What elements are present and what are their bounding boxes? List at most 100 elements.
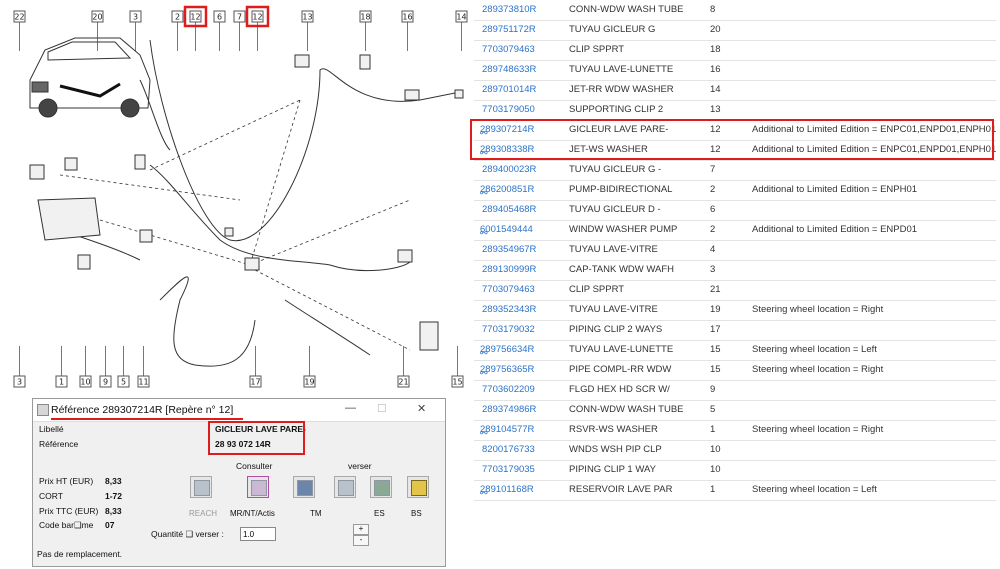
part-name: PIPE COMPL-RR WDW: [569, 364, 672, 375]
callout-number: 20: [92, 13, 102, 22]
part-reference-link[interactable]: 289373810R: [482, 4, 536, 15]
link-icon: ⚯: [480, 128, 488, 138]
part-reference-link[interactable]: 7703179050: [482, 104, 535, 115]
part-reference-link[interactable]: ⚯289308338R: [480, 144, 535, 158]
bs-button[interactable]: [407, 476, 429, 498]
part-reference-link[interactable]: 7703602209: [482, 384, 535, 395]
part-reference-text[interactable]: 289130999R: [482, 264, 537, 275]
part-reference-link[interactable]: 289354967R: [482, 244, 536, 255]
part-number: 8: [710, 4, 716, 15]
part-name: SUPPORTING CLIP 2: [569, 104, 664, 115]
part-note: Steering wheel location = Left: [752, 344, 877, 355]
part-reference-link[interactable]: 289374986R: [482, 404, 536, 415]
libelle-label: Libellé: [39, 424, 64, 434]
callout-number: 11: [138, 378, 148, 387]
part-reference-link[interactable]: ⚯6001549444: [480, 224, 533, 238]
mrnt-actis-button[interactable]: [247, 476, 269, 498]
part-reference-link[interactable]: 7703079463: [482, 44, 535, 55]
part-reference-link[interactable]: 7703179035: [482, 464, 535, 475]
part-name: PIPING CLIP 2 WAYS: [569, 324, 663, 335]
quantity-input[interactable]: [240, 527, 276, 541]
part-reference-text[interactable]: 289374986R: [482, 404, 537, 415]
reach-button[interactable]: [190, 476, 212, 498]
part-reference-text[interactable]: 289400023R: [482, 164, 537, 175]
minimize-button[interactable]: —: [345, 402, 356, 414]
cort-label: CORT: [39, 491, 63, 501]
es-button[interactable]: [370, 476, 392, 498]
part-reference-link[interactable]: 289701014R: [482, 84, 536, 95]
part-reference-text[interactable]: 289354967R: [482, 244, 537, 255]
top-callout: 3: [129, 10, 142, 51]
quantity-increment[interactable]: +: [353, 524, 369, 535]
app-icon: [37, 404, 49, 416]
part-reference-link[interactable]: 289400023R: [482, 164, 536, 175]
part-reference-text[interactable]: 289101168R: [480, 484, 534, 495]
part-reference-text[interactable]: 289405468R: [482, 204, 537, 215]
cort-value: 1-72: [105, 491, 123, 501]
quantity-label: Quantité ❑ verser :: [151, 529, 224, 539]
bottom-callout: 5: [117, 346, 130, 388]
part-name: TUYAU LAVE-LUNETTE: [569, 64, 674, 75]
part-reference-text[interactable]: 289373810R: [482, 4, 537, 15]
part-reference-link[interactable]: ⚯286200851R: [480, 184, 535, 198]
part-reference-text[interactable]: 7703179050: [482, 104, 535, 115]
part-reference-link[interactable]: 289130999R: [482, 264, 536, 275]
part-name: GICLEUR LAVE PARE-: [569, 124, 669, 135]
top-callout: 12: [183, 5, 208, 51]
part-reference-text[interactable]: 289748633R: [482, 64, 537, 75]
bs-icon: [411, 480, 427, 496]
maximize-button[interactable]: ☐: [377, 403, 387, 415]
part-number: 9: [710, 384, 716, 395]
part-number: 12: [710, 124, 721, 135]
part-reference-text[interactable]: 7703602209: [482, 384, 535, 395]
part-reference-link[interactable]: 289352343R: [482, 304, 536, 315]
top-callout: 16: [401, 10, 414, 51]
part-reference-link[interactable]: ⚯289756634R: [480, 344, 535, 358]
part-reference-text[interactable]: 286200851R: [480, 184, 535, 195]
part-reference-link[interactable]: 7703179032: [482, 324, 535, 335]
part-reference-link[interactable]: ⚯289101168R: [480, 484, 534, 498]
part-reference-text[interactable]: 7703179032: [482, 324, 535, 335]
part-number: 2: [710, 224, 716, 235]
part-reference-text[interactable]: 8200176733: [482, 444, 535, 455]
part-reference-text[interactable]: 289352343R: [482, 304, 537, 315]
close-button[interactable]: ✕: [417, 403, 427, 415]
part-reference-text[interactable]: 289701014R: [482, 84, 537, 95]
callout-number: 22: [14, 13, 24, 22]
quantity-decrement[interactable]: -: [353, 535, 369, 546]
part-reference-text[interactable]: 6001549444: [480, 224, 533, 235]
part-reference-link[interactable]: 7703079463: [482, 284, 535, 295]
part-reference-link[interactable]: 289748633R: [482, 64, 536, 75]
top-callout: 18: [359, 10, 372, 51]
part-reference-text[interactable]: 289756365R: [480, 364, 535, 375]
link-icon: ⚯: [480, 368, 488, 378]
libelle-value: GICLEUR LAVE PARE-: [215, 424, 306, 434]
part-reference-text[interactable]: 289308338R: [480, 144, 535, 155]
part-reference-link[interactable]: ⚯289756365R: [480, 364, 535, 378]
part-reference-text[interactable]: 289104577R: [480, 424, 535, 435]
part-reference-text[interactable]: 289307214R: [480, 124, 535, 135]
verser-button-1[interactable]: [334, 476, 356, 498]
part-reference-text[interactable]: 7703079463: [482, 284, 535, 295]
part-reference-text[interactable]: 289751172R: [482, 24, 536, 35]
part-reference-link[interactable]: ⚯289307214R: [480, 124, 535, 138]
callout-number: 21: [398, 378, 408, 387]
part-reference-text[interactable]: 7703079463: [482, 44, 535, 55]
tm-button[interactable]: [293, 476, 315, 498]
part-reference-text[interactable]: 289756634R: [480, 344, 535, 355]
part-reference-link[interactable]: 289405468R: [482, 204, 536, 215]
dialog-title-bar: Référence 289307214R [Repère n° 12] — ☐ …: [33, 399, 445, 422]
part-reference-link[interactable]: 8200176733: [482, 444, 535, 455]
part-name: TUYAU LAVE-LUNETTE: [569, 344, 674, 355]
part-reference-text[interactable]: 7703179035: [482, 464, 535, 475]
part-reference-link[interactable]: ⚯289104577R: [480, 424, 535, 438]
highlight-box-label: [208, 421, 305, 455]
part-number: 14: [710, 84, 721, 95]
part-reference-link[interactable]: 289751172R: [482, 24, 536, 35]
top-callout: 22: [13, 10, 26, 51]
